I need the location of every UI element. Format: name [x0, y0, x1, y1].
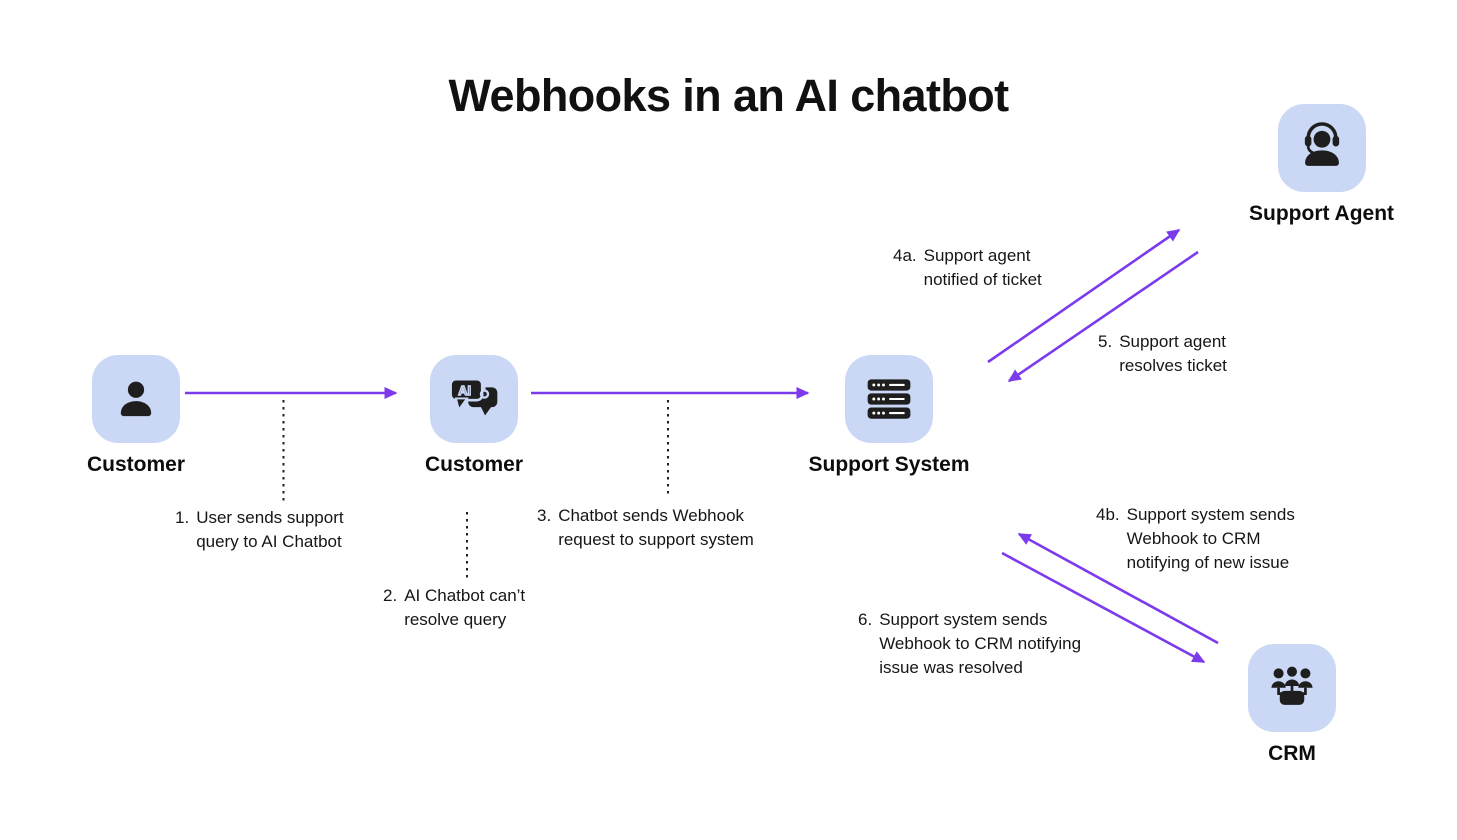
step-2-label: 2. AI Chatbot can’t resolve query	[383, 584, 525, 632]
team-table-icon	[1271, 666, 1313, 705]
page-title: Webhooks in an AI chatbot	[448, 70, 1009, 121]
step-4b-label: 4b. Support system sends Webhook to CRM …	[1096, 503, 1295, 575]
headset-agent-icon	[1304, 122, 1339, 166]
node-support-agent: Support Agent	[1249, 104, 1394, 226]
customer-node-box	[92, 355, 181, 443]
support-system-node-box	[845, 355, 933, 443]
step-4a-number: 4a.	[893, 246, 917, 265]
ai-chatbot-node-box: AI	[430, 355, 519, 443]
node-crm: CRM	[1248, 644, 1336, 766]
ai-chat-icon: AI	[449, 377, 498, 416]
step-2-number: 2.	[383, 586, 398, 605]
step-6-text: Support system sends Webhook to CRM noti…	[879, 610, 1082, 677]
node-support-system: Support System	[808, 355, 970, 477]
step-6-label: 6. Support system sends Webhook to CRM n…	[858, 608, 1081, 680]
ai-chatbot-node-label: Customer	[425, 453, 524, 476]
step-1-number: 1.	[175, 508, 190, 527]
step-3-number: 3.	[537, 506, 552, 525]
step-4b-text: Support system sends Webhook to CRM noti…	[1126, 505, 1295, 572]
step-5-text: Support agent resolves ticket	[1119, 332, 1227, 375]
person-icon	[120, 381, 152, 417]
support-agent-node-box	[1277, 104, 1366, 192]
step-4b-number: 4b.	[1096, 505, 1120, 524]
customer-node-label: Customer	[87, 453, 186, 476]
step-1-label: 1. User sends support query to AI Chatbo…	[175, 506, 344, 554]
svg-text:AI: AI	[458, 383, 471, 398]
support-agent-node-label: Support Agent	[1249, 202, 1395, 225]
step-2-text: AI Chatbot can’t resolve query	[404, 586, 526, 629]
step-4a-label: 4a. Support agent notified of ticket	[893, 244, 1042, 292]
step-6-number: 6.	[858, 610, 873, 629]
support-system-node-label: Support System	[808, 453, 970, 476]
server-icon	[867, 379, 911, 419]
step-1-text: User sends support query to AI Chatbot	[196, 508, 344, 551]
step-4a-text: Support agent notified of ticket	[923, 246, 1042, 289]
crm-node-box	[1248, 644, 1336, 732]
step-3-text: Chatbot sends Webhook request to support…	[558, 506, 754, 549]
step-3-label: 3. Chatbot sends Webhook request to supp…	[537, 504, 754, 552]
node-ai-chatbot: AI Customer	[425, 355, 523, 477]
crm-node-label: CRM	[1268, 742, 1316, 765]
step-5-label: 5. Support agent resolves ticket	[1098, 330, 1227, 378]
step-5-number: 5.	[1098, 332, 1113, 351]
node-customer: Customer	[87, 355, 185, 477]
